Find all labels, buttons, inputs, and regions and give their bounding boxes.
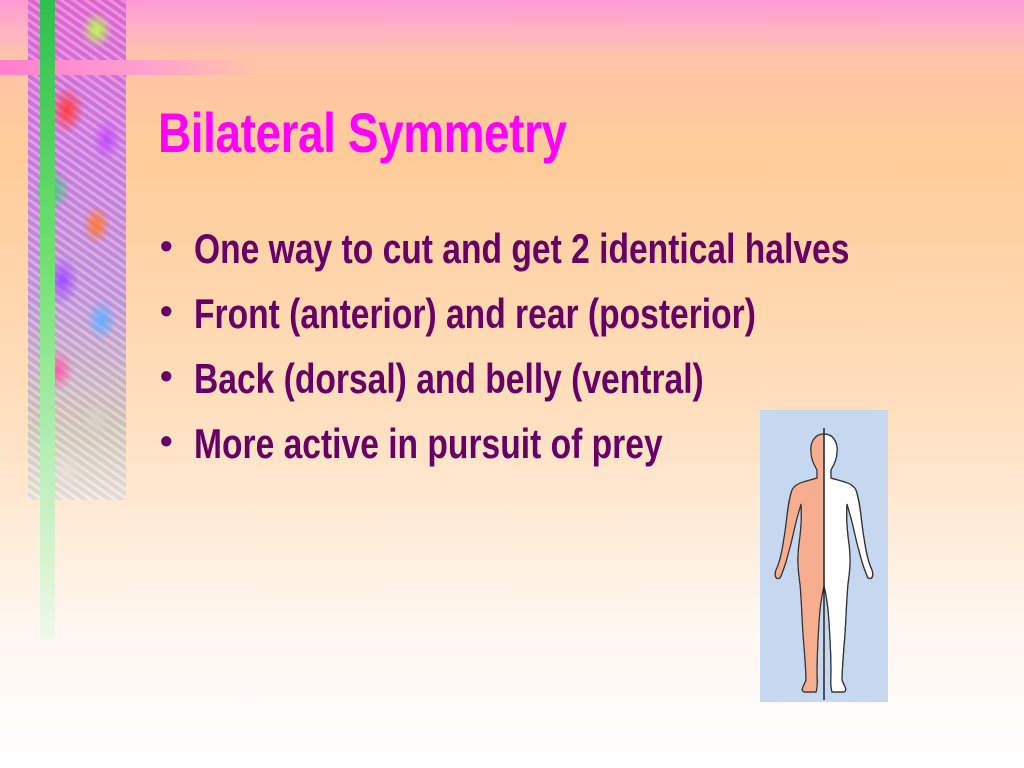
bullet-item: • Front (anterior) and rear (posterior) bbox=[160, 293, 1013, 358]
slide-title: Bilateral Symmetry bbox=[158, 101, 567, 164]
bullet-icon: • bbox=[160, 225, 173, 266]
decorative-top-band bbox=[0, 0, 1024, 58]
bullet-text: More active in pursuit of prey bbox=[194, 420, 663, 467]
bullet-text: Back (dorsal) and belly (ventral) bbox=[194, 355, 704, 402]
human-body-bilateral-symmetry-icon bbox=[760, 410, 888, 702]
bullet-item: • More active in pursuit of prey bbox=[160, 423, 1013, 488]
decorative-horizontal-bar bbox=[0, 60, 260, 75]
bullet-text: One way to cut and get 2 identical halve… bbox=[194, 225, 850, 272]
bullet-icon: • bbox=[160, 290, 173, 331]
bullet-list: • One way to cut and get 2 identical hal… bbox=[160, 228, 1013, 488]
bullet-icon: • bbox=[160, 420, 173, 461]
decorative-vertical-bar bbox=[40, 0, 55, 640]
bullet-text: Front (anterior) and rear (posterior) bbox=[194, 290, 756, 337]
bullet-item: • One way to cut and get 2 identical hal… bbox=[160, 228, 1013, 293]
bullet-item: • Back (dorsal) and belly (ventral) bbox=[160, 358, 1013, 423]
bullet-icon: • bbox=[160, 355, 173, 396]
